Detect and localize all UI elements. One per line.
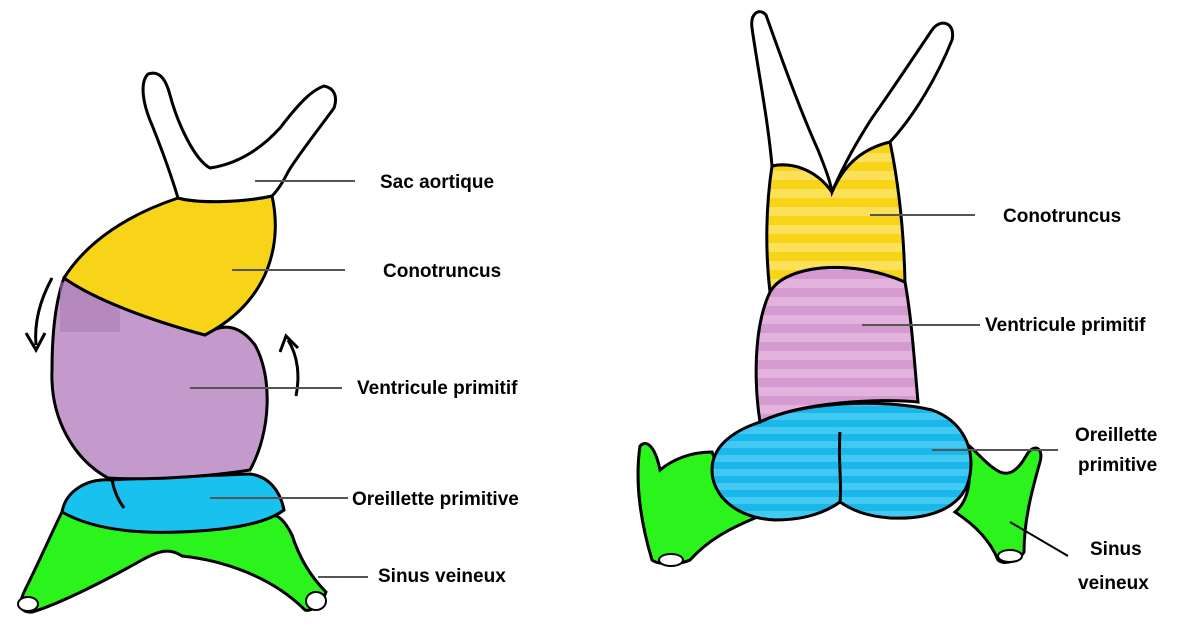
right-sinus-opening-left (659, 554, 683, 566)
label-oreillette-left: Oreillette primitive (352, 489, 519, 510)
right-ventricle-region (756, 267, 918, 422)
label-sinus-right-line2: veineux (1078, 573, 1149, 594)
left-atrium-region (62, 474, 284, 532)
left-aortic-sac (143, 73, 335, 202)
left-sinus-opening-right (306, 592, 326, 610)
left-heart: Sac aortique Conotruncus Ventricule prim… (18, 73, 519, 612)
label-conotruncus-right: Conotruncus (1003, 206, 1121, 227)
label-oreillette-right-line2: primitive (1078, 455, 1157, 476)
right-heart: Conotruncus Ventricule primitif Oreillet… (638, 12, 1157, 594)
label-ventricule-right: Ventricule primitif (985, 315, 1146, 336)
label-conotruncus-left: Conotruncus (383, 261, 501, 282)
left-sinus-opening-left (18, 597, 38, 611)
label-oreillette-right-line1: Oreillette (1075, 425, 1157, 446)
right-atrium-region (712, 403, 971, 520)
right-sinus-opening-right (998, 550, 1022, 562)
label-sinus-right-line1: Sinus (1090, 539, 1142, 560)
label-ventricule-left: Ventricule primitif (357, 378, 518, 399)
label-sinus-left: Sinus veineux (378, 566, 506, 587)
right-atrium-septum (839, 432, 840, 502)
label-sac-aortique: Sac aortique (380, 172, 494, 193)
